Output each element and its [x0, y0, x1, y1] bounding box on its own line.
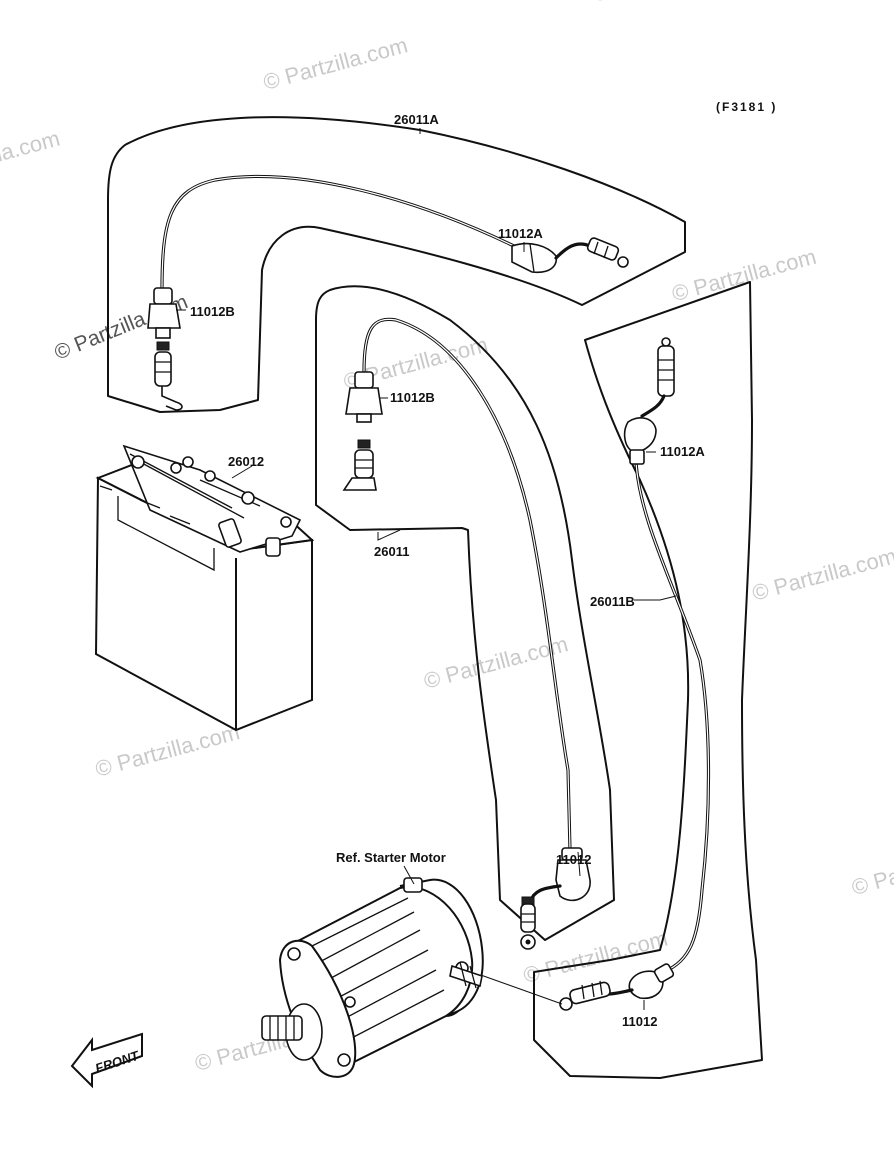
watermark: © Partzilla.com [669, 244, 819, 307]
label-cap-11012a-right: 11012A [660, 444, 705, 459]
group-outline-26011 [315, 285, 615, 941]
starter-motor[interactable] [261, 877, 484, 1078]
starter-connection-line [477, 973, 563, 1005]
watermark: © Partzilla.com [849, 838, 894, 901]
label-cap-11012-mid: 11012 [556, 852, 591, 867]
cable-26011a[interactable] [160, 174, 520, 292]
terminal-cap-11012-mid[interactable] [520, 847, 591, 950]
cable-26011b[interactable] [634, 460, 711, 974]
label-cap-11012b-left: 11012B [190, 304, 235, 319]
watermark: © Partzilla.com [261, 32, 411, 95]
battery-terminal-cap-11012b-left[interactable] [147, 287, 183, 411]
label-cap-11012a-top: 11012A [498, 226, 543, 241]
terminal-cap-11012a-top[interactable] [511, 237, 629, 274]
diagram-code: (F3181 ) [716, 100, 777, 114]
label-cap-11012-bottom: 11012 [622, 1014, 657, 1029]
watermark: © Partzilla.com [749, 543, 894, 606]
terminal-cap-11012a-right[interactable] [623, 337, 675, 465]
label-starter-motor-ref: Ref. Starter Motor [336, 850, 446, 865]
label-battery-26012: 26012 [228, 454, 264, 469]
group-outline-26011b [533, 281, 763, 1079]
cable-26011[interactable] [362, 317, 572, 852]
label-cable-26011: 26011 [374, 544, 409, 559]
label-cable-26011b: 26011B [590, 594, 635, 609]
battery-26012[interactable] [94, 444, 315, 732]
label-cable-26011a: 26011A [394, 112, 439, 127]
label-cap-11012b-mid: 11012B [390, 390, 435, 405]
front-direction-arrow: FRONT [70, 1032, 143, 1089]
leader-lines [176, 128, 677, 1010]
watermark: © Partzilla.com [589, 0, 739, 7]
watermark: © Partzilla.com [0, 126, 62, 189]
battery-terminal-cap-11012b-mid[interactable] [342, 371, 383, 491]
watermark: © Partzilla.com [93, 719, 243, 782]
group-outline-26011a [107, 116, 686, 413]
terminal-cap-11012-bottom[interactable] [559, 963, 675, 1011]
